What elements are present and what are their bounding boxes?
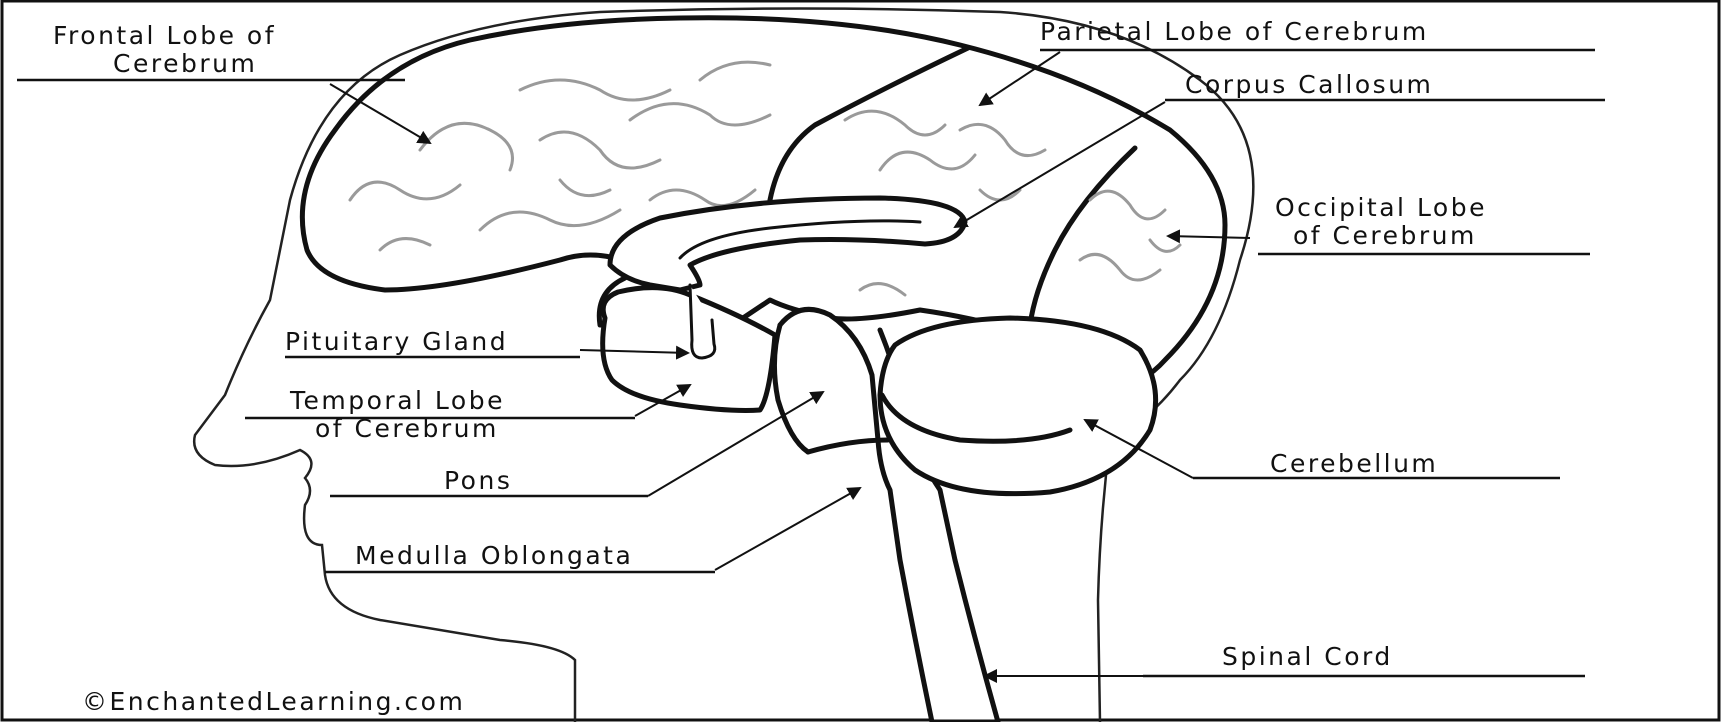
label-cerebellum: Cerebellum [1270,449,1438,478]
label-spinal-cord: Spinal Cord [1222,642,1393,671]
label-pons: Pons [444,466,512,495]
label-frontal-lobe-line2: Cerebrum [113,49,257,78]
cerebellum-shape [880,318,1156,494]
label-parietal-lobe: Parietal Lobe of Cerebrum [1040,17,1429,46]
pons-front [774,325,808,452]
label-temporal-lobe-line1: Temporal Lobe [289,386,505,415]
arrow-medulla [715,488,860,570]
label-pituitary-gland: Pituitary Gland [285,327,508,356]
label-corpus-callosum: Corpus Callosum [1185,70,1433,99]
label-medulla-oblongata: Medulla Oblongata [355,541,633,570]
label-occipital-lobe-line2: of Cerebrum [1293,221,1477,250]
label-frontal-lobe-line1: Frontal Lobe of [53,21,276,50]
label-occipital-lobe-line1: Occipital Lobe [1275,193,1487,222]
credit-text: ©EnchantedLearning.com [82,687,465,716]
